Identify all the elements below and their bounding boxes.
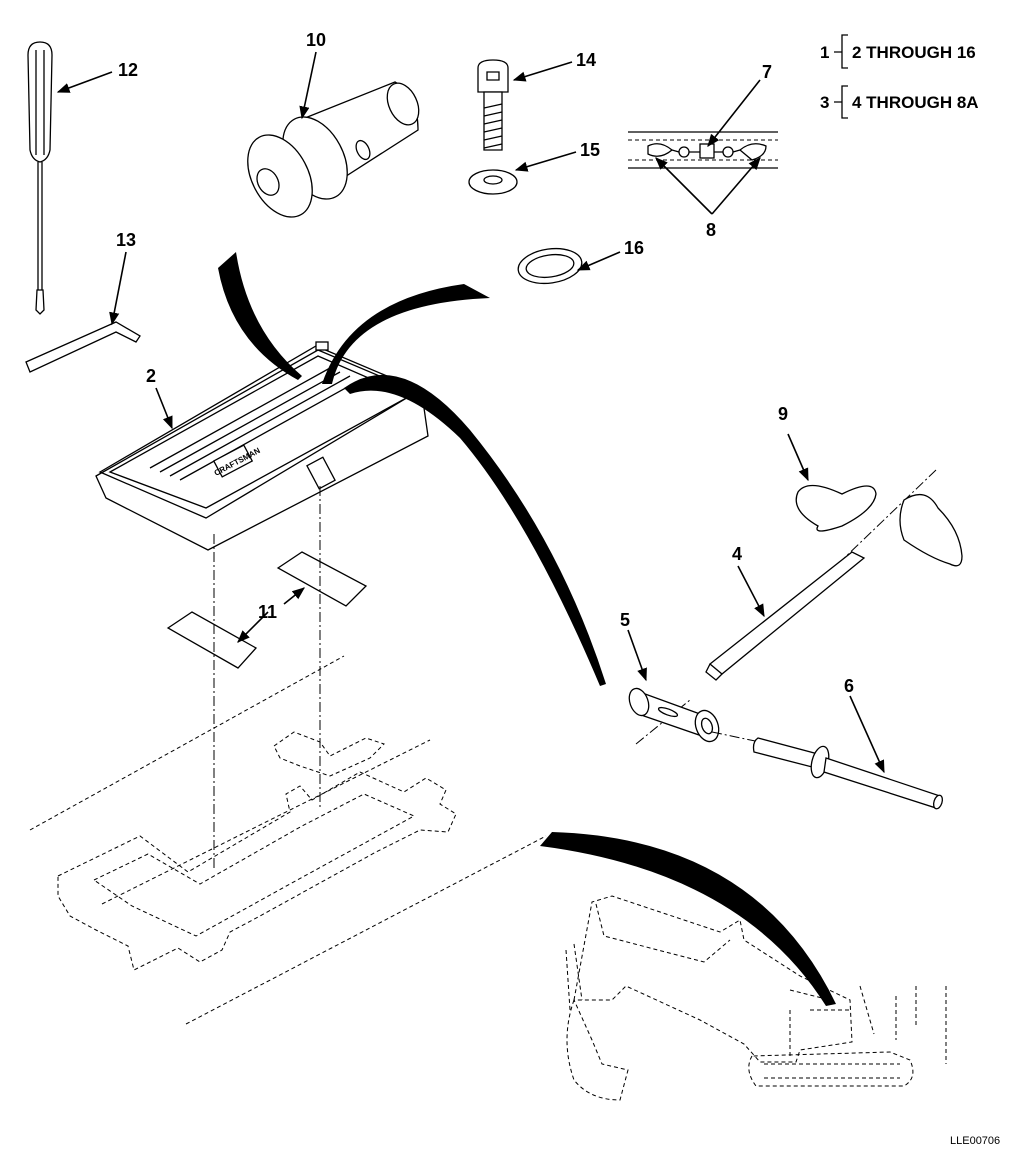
callout-2: 2 [146,366,156,386]
figure-id: LLE00706 [950,1135,1000,1147]
callout-15: 15 [580,140,600,160]
ribbon-arrow-case-to-vehicle [218,252,302,380]
legend-label-2: 4 THROUGH 8A [852,93,979,112]
mounting-footprint [29,655,547,1025]
sleeve-part [628,687,720,745]
legend-label-1: 2 THROUGH 16 [852,43,976,62]
bar-strip-part [705,551,866,681]
clip-pin-part [795,469,963,567]
adhesive-pad-part [166,551,368,669]
callout-labels: 12 10 14 15 7 8 16 13 2 9 4 5 6 11 [116,30,854,696]
ribbon-arrow-to-excavator [540,832,836,1006]
callout-13: 13 [116,230,136,250]
spool-part [247,81,420,218]
callout-5: 5 [620,610,630,630]
screwdriver-part [27,41,53,315]
callout-12: 12 [118,60,138,80]
callout-4: 4 [732,544,742,564]
legend-item-2: 3 4 THROUGH 8A [820,85,979,119]
legend-index-2: 3 [820,93,829,112]
leader-lines [56,51,885,774]
callout-11: 11 [258,602,277,622]
rivet-part [711,731,944,810]
legend-index-1: 1 [820,43,829,62]
callout-16: 16 [624,238,644,258]
washer-part [468,169,518,195]
ribbon-arrow-case-to-kit [322,284,490,384]
callout-8: 8 [706,220,716,240]
callout-14: 14 [576,50,596,70]
hex-key-part [25,321,141,373]
callout-9: 9 [778,404,788,424]
callout-10: 10 [306,30,326,50]
ribbon-arrow-case-to-rivet [344,374,606,686]
callout-7: 7 [762,62,772,82]
legend: 1 2 THROUGH 16 3 4 THROUGH 8A [820,34,979,119]
o-ring-part [517,247,583,285]
legend-item-1: 1 2 THROUGH 16 [820,34,976,69]
callout-6: 6 [844,676,854,696]
excavator-outline [565,895,947,1101]
cap-screw-part [477,59,509,151]
